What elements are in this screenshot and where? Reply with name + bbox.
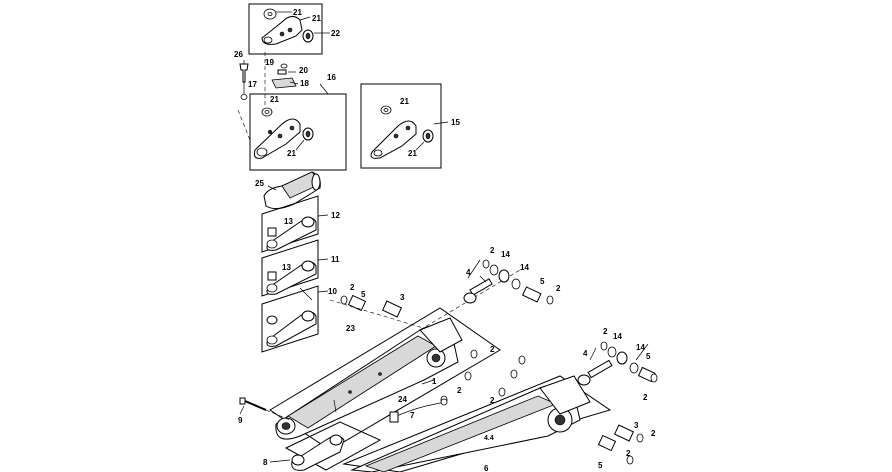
link-part-8 (284, 421, 382, 471)
callout-14: 14 (501, 250, 510, 259)
callout-22: 22 (331, 29, 340, 38)
callout-2: 2 (490, 345, 495, 354)
callout-6: 6 (484, 464, 489, 472)
callout-13: 13 (284, 217, 293, 226)
callout-7: 7 (410, 411, 415, 420)
pin-assembly-lower (510, 341, 658, 386)
detail-box-15 (360, 83, 449, 169)
callout-21: 21 (293, 8, 302, 17)
svg-text:4.4: 4.4 (484, 435, 494, 442)
callout-14: 14 (613, 332, 622, 341)
callout-12: 12 (331, 211, 340, 220)
callout-18: 18 (300, 79, 309, 88)
callout-4: 4 (583, 349, 588, 358)
leader-lines (239, 259, 649, 463)
callout-24: 24 (398, 395, 407, 404)
cable-part-24 (389, 398, 448, 423)
callout-20: 20 (299, 66, 308, 75)
callout-2: 2 (626, 449, 631, 458)
callout-2: 2 (556, 284, 561, 293)
callout-5: 5 (361, 290, 366, 299)
link-box-11 (261, 239, 329, 297)
callout-labels: 21 21 22 26 19 20 17 18 16 21 21 21 15 2… (234, 8, 656, 472)
boom-arm-main (269, 307, 501, 451)
callout-2: 2 (490, 246, 495, 255)
callout-25: 25 (255, 179, 264, 188)
detail-box-22 (248, 3, 330, 55)
callout-2: 2 (490, 396, 495, 405)
callout-2: 2 (350, 283, 355, 292)
callout-21: 21 (270, 95, 279, 104)
callout-16: 16 (327, 73, 336, 82)
callout-23: 23 (346, 324, 355, 333)
callout-2: 2 (457, 386, 462, 395)
callout-17: 17 (248, 80, 257, 89)
link-box-12 (261, 195, 329, 253)
bolt-part-9 (239, 397, 291, 421)
callout-13: 13 (282, 263, 291, 272)
callout-21: 21 (287, 149, 296, 158)
link-box-10 (261, 285, 329, 353)
callout-21: 21 (312, 14, 321, 23)
callout-10: 10 (328, 287, 337, 296)
callout-5: 5 (540, 277, 545, 286)
callout-26: 26 (234, 50, 243, 59)
callout-15: 15 (451, 118, 460, 127)
callout-3: 3 (634, 421, 639, 430)
detail-box-16 (249, 83, 347, 171)
boom-arm-lower: 4.4 (342, 375, 612, 472)
bushings-lower-right (597, 424, 644, 465)
callout-9: 9 (238, 416, 243, 425)
callout-2: 2 (643, 393, 648, 402)
callout-5: 5 (646, 352, 651, 361)
callout-21: 21 (400, 97, 409, 106)
callout-14: 14 (636, 343, 645, 352)
hardware-group (237, 52, 299, 141)
callout-11: 11 (331, 255, 340, 264)
callout-1: 1 (432, 377, 437, 386)
callout-3: 3 (400, 293, 405, 302)
callout-21: 21 (408, 149, 417, 158)
callout-8: 8 (263, 458, 268, 467)
callout-4: 4 (466, 268, 471, 277)
shroud-part-25 (263, 171, 321, 210)
callout-2: 2 (651, 429, 656, 438)
callout-5: 5 (598, 461, 603, 470)
pins-mid (329, 294, 431, 331)
pin-assembly-upper (419, 259, 554, 331)
callout-2: 2 (603, 327, 608, 336)
callout-19: 19 (265, 58, 274, 67)
callout-14: 14 (520, 263, 529, 272)
